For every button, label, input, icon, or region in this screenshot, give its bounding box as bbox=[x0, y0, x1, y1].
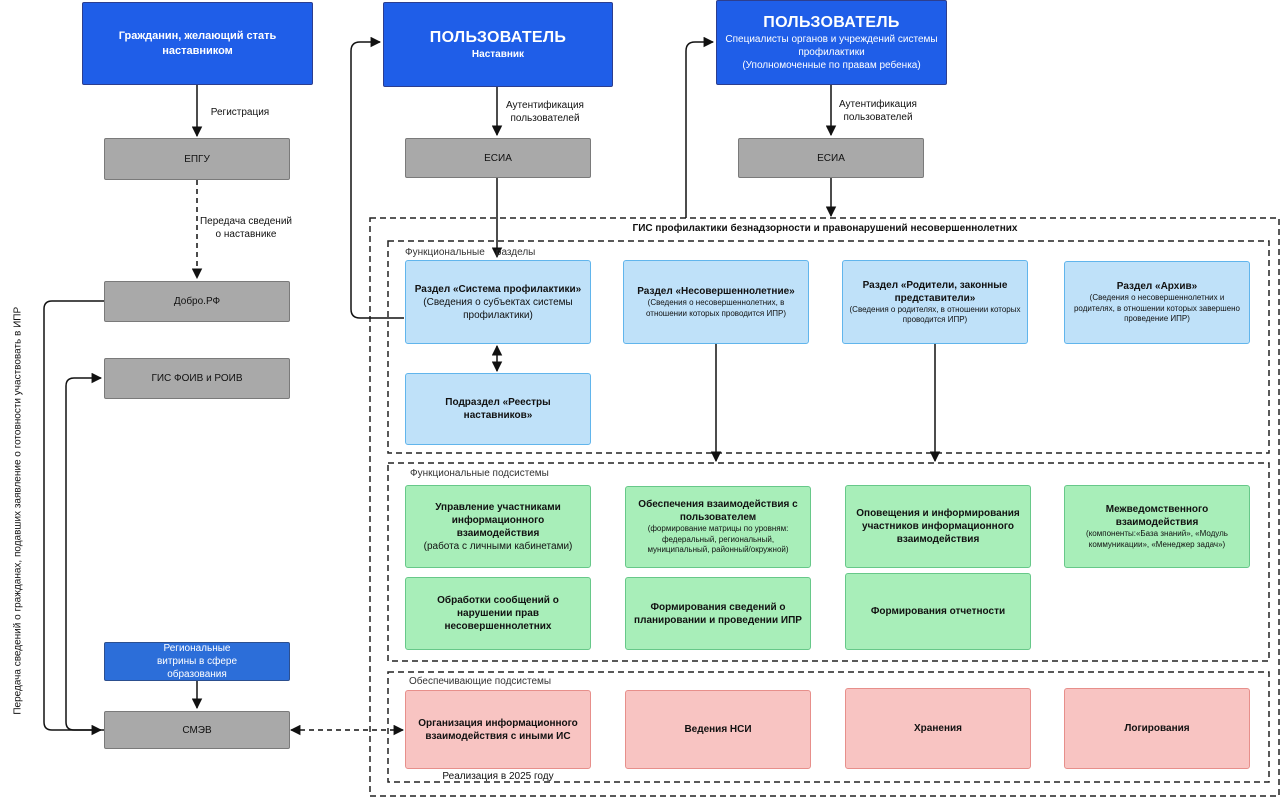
line-gis-user2 bbox=[685, 36, 715, 218]
subsystem-reporting: Формирования отчетности bbox=[845, 573, 1031, 650]
subsystem-interagency: Межведомственного взаимодействия (компон… bbox=[1064, 485, 1250, 568]
support-subsystems-container bbox=[387, 671, 1270, 783]
smev-label: СМЭВ bbox=[182, 724, 212, 736]
support-nsi-title: Ведения НСИ bbox=[684, 724, 752, 735]
subsystem-interagency-title: Межведомственного взаимодействия bbox=[1105, 504, 1209, 529]
subsystem-reporting-title: Формирования отчетности bbox=[870, 606, 1006, 617]
dobro-label: Добро.РФ bbox=[173, 296, 221, 307]
vertical-transfer-label: Передача сведений о гражданах, подавших … bbox=[12, 306, 24, 715]
esia-specialist-label: ЕСИА bbox=[817, 152, 845, 164]
functional-sections-label: Функциональные разделы bbox=[405, 247, 536, 258]
support-logging-title: Логирования bbox=[1124, 723, 1190, 734]
subsystem-ipr-planning: Формирования сведений о планировании и п… bbox=[625, 577, 811, 650]
section-prevention-title: Раздел «Система профилактики» bbox=[414, 283, 582, 295]
subsystem-participants: Управление участниками информационного в… bbox=[405, 485, 591, 568]
support-nsi: Ведения НСИ bbox=[625, 690, 811, 769]
subsystem-participants-sub: (работа с личными кабинетами) bbox=[423, 540, 573, 552]
gis-container bbox=[369, 217, 1280, 797]
subsection-mentor-registry: Подраздел «Реестры наставников» bbox=[405, 373, 591, 445]
auth-label-mentor: Аутентификация пользователей bbox=[506, 100, 584, 124]
line-section-user1 bbox=[350, 36, 404, 319]
subsystem-violation-reports-title: Обработки сообщений о нарушении прав нес… bbox=[437, 595, 559, 632]
esia-specialist-node: ЕСИА bbox=[738, 138, 924, 178]
citizen-node: Гражданин, желающий стать наставником bbox=[82, 2, 313, 85]
support-logging: Логирования bbox=[1064, 688, 1250, 769]
section-archive-sub: (Сведения о несовершеннолетних и родител… bbox=[1073, 293, 1240, 324]
subsystem-ipr-planning-title: Формирования сведений о планировании и п… bbox=[634, 601, 802, 626]
user-specialist-title: ПОЛЬЗОВАТЕЛЬ bbox=[763, 13, 900, 31]
subsection-mentor-registry-title: Подраздел «Реестры наставников» bbox=[445, 397, 551, 421]
gis-title: ГИС профилактики безнадзорности и правон… bbox=[632, 223, 1018, 234]
section-minors-title: Раздел «Несовершеннолетние» bbox=[637, 286, 795, 298]
regional-label: Региональные витрины в сфере образования bbox=[156, 643, 238, 680]
transfer-label: Передача сведений о наставнике bbox=[199, 216, 292, 240]
section-parents-sub: (Сведения о родителях, в отношении котор… bbox=[849, 304, 1021, 324]
section-minors-sub: (Сведения о несовершеннолетних, в отноше… bbox=[646, 298, 786, 318]
user-mentor-sub: Наставник bbox=[471, 49, 525, 61]
subsystem-user-interaction-sub: (формирование матрицы по уровням: федера… bbox=[647, 524, 789, 555]
section-archive: Раздел «Архив» (Сведения о несовершеннол… bbox=[1064, 261, 1250, 344]
functional-subsystems-label: Функциональные подсистемы bbox=[410, 468, 549, 479]
line-smev-gis-foiv bbox=[65, 372, 104, 731]
functional-sections-container bbox=[387, 240, 1270, 454]
support-subsystems-label: Обеспечивающие подсистемы bbox=[409, 676, 552, 687]
subsystem-user-interaction: Обеспечения взаимодействия с пользовател… bbox=[625, 486, 811, 568]
subsystem-user-interaction-title: Обеспечения взаимодействия с пользовател… bbox=[638, 499, 798, 524]
epgu-node: ЕПГУ bbox=[104, 138, 290, 180]
section-prevention-system: Раздел «Система профилактики» (Сведения … bbox=[405, 260, 591, 344]
dobro-node: Добро.РФ bbox=[104, 281, 290, 322]
line-dobro-smev bbox=[43, 300, 104, 736]
subsystem-notification-title: Оповещения и информирования участников и… bbox=[856, 508, 1020, 545]
section-parents: Раздел «Родители, законные представители… bbox=[842, 260, 1028, 344]
registration-label: Регистрация bbox=[210, 107, 270, 118]
user-specialist-sub: Специалисты органов и учреждений системы… bbox=[725, 34, 938, 59]
section-parents-title: Раздел «Родители, законные представители… bbox=[862, 279, 1008, 304]
subsystem-violation-reports: Обработки сообщений о нарушении прав нес… bbox=[405, 577, 591, 650]
section-archive-title: Раздел «Архив» bbox=[1116, 281, 1198, 293]
user-specialist-node: ПОЛЬЗОВАТЕЛЬ Специалисты органов и учреж… bbox=[716, 0, 947, 85]
user-mentor-title: ПОЛЬЗОВАТЕЛЬ bbox=[429, 28, 567, 46]
smev-node: СМЭВ bbox=[104, 711, 290, 749]
support-integration-note: Реализация в 2025 году bbox=[442, 771, 554, 782]
support-integration: Организация информационного взаимодейств… bbox=[405, 690, 591, 769]
subsystem-notification: Оповещения и информирования участников и… bbox=[845, 485, 1031, 568]
auth-label-specialist: Аутентификация пользователей bbox=[839, 99, 917, 123]
esia-mentor-label: ЕСИА bbox=[484, 152, 512, 164]
functional-subsystems-container bbox=[387, 462, 1270, 662]
section-minors: Раздел «Несовершеннолетние» (Сведения о … bbox=[623, 260, 809, 344]
regional-node: Региональные витрины в сфере образования bbox=[104, 642, 290, 681]
support-storage: Хранения bbox=[845, 688, 1031, 769]
support-integration-title: Организация информационного взаимодейств… bbox=[418, 717, 578, 742]
user-mentor-node: ПОЛЬЗОВАТЕЛЬ Наставник bbox=[383, 2, 613, 87]
support-storage-title: Хранения bbox=[914, 723, 962, 734]
gis-foiv-label: ГИС ФОИВ и РОИВ bbox=[151, 373, 243, 384]
subsystem-interagency-sub: (компоненты:«База знаний», «Модуль комму… bbox=[1086, 529, 1228, 549]
user-specialist-sub2: (Уполномоченные по правам ребенка) bbox=[742, 60, 921, 72]
citizen-label: Гражданин, желающий стать наставником bbox=[118, 30, 277, 57]
esia-mentor-node: ЕСИА bbox=[405, 138, 591, 178]
epgu-label: ЕПГУ bbox=[184, 153, 210, 165]
gis-foiv-node: ГИС ФОИВ и РОИВ bbox=[104, 358, 290, 399]
section-prevention-sub: (Сведения о субъектах системы профилакти… bbox=[423, 296, 573, 321]
subsystem-participants-title: Управление участниками информационного в… bbox=[435, 501, 561, 539]
